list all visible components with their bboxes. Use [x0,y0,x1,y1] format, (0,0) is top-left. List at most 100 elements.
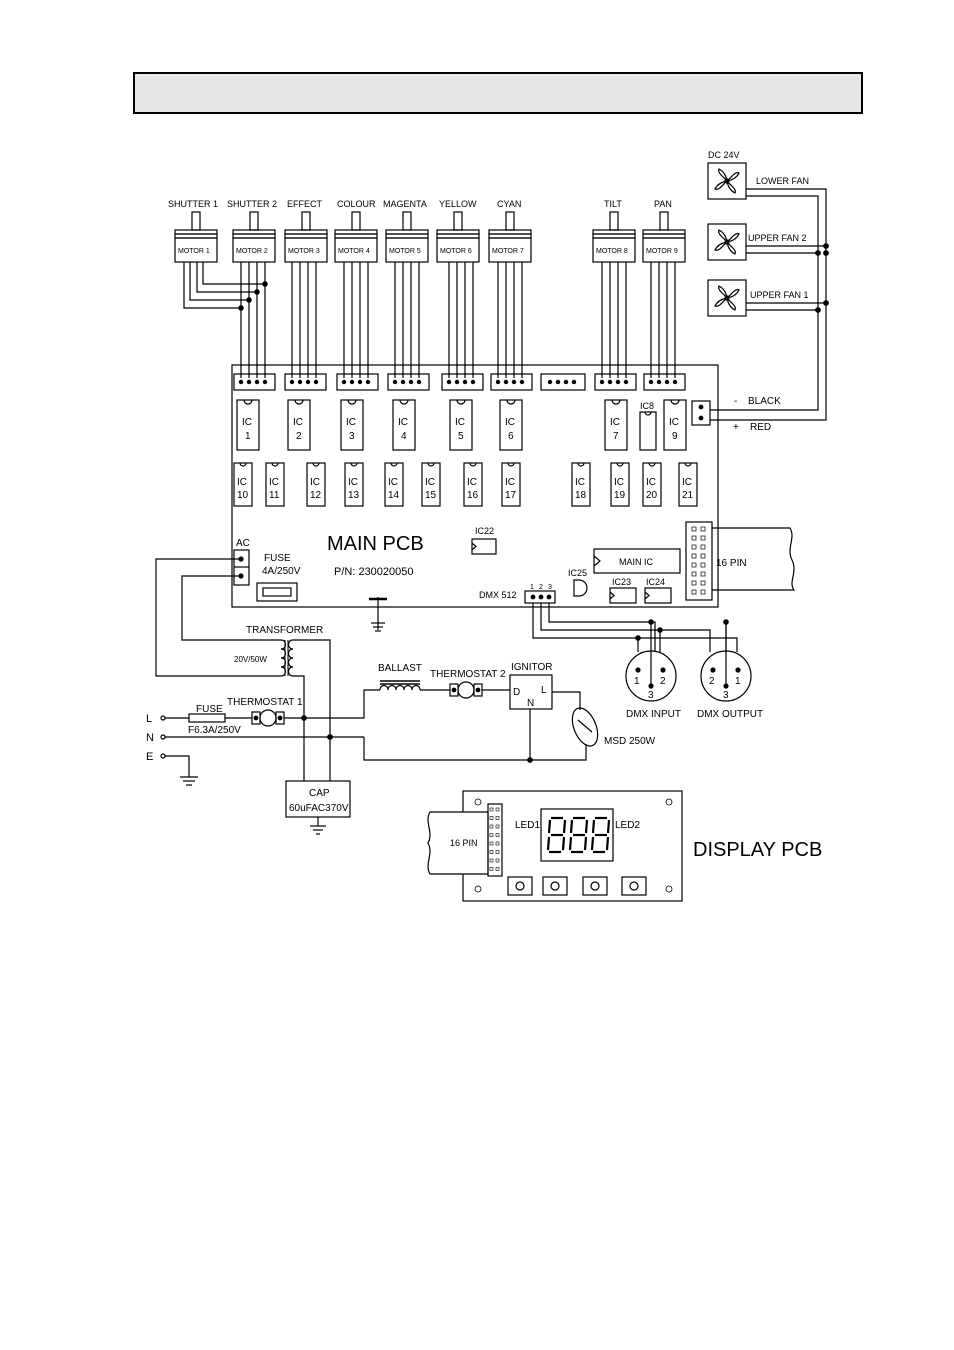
ic-top-3: IC3 [340,399,364,451]
ic-prefix: IC [293,417,303,428]
ic-number: 14 [388,490,400,501]
header-pin [700,562,706,568]
pcb-fuse-label: FUSE [264,553,291,564]
header-pin [495,841,500,846]
fan-plus-sign: + [733,422,739,433]
transformer-label: TRANSFORMER [246,625,323,636]
ac-label: AC [236,538,250,549]
ic-prefix: IC [348,477,358,488]
ic-prefix: IC [242,417,252,428]
ic-number: 19 [614,490,626,501]
fan-red-label: RED [750,422,771,433]
line-fuse-label: FUSE [196,704,223,715]
header-pin [700,544,706,550]
motor-label-5: MAGENTA [383,199,427,209]
ic-top-6: IC6 [499,399,523,451]
spare-connector [540,373,586,391]
ic-prefix: IC [398,417,408,428]
ic-prefix: IC [614,477,624,488]
ic-number: 13 [348,490,360,501]
ic-prefix: IC [346,417,356,428]
lamp-bulb [571,707,599,747]
header-pin [495,816,500,820]
lamp-label: MSD 250W [604,736,656,747]
motor-shaft-6 [453,211,463,231]
ic-top-9: IC9 [663,399,687,451]
thermostat1 [259,709,277,727]
ignitor-terminal-d: D [513,687,520,698]
header-pin [489,867,494,871]
motor-label-3: EFFECT [287,199,323,209]
header-pin [700,571,706,577]
thermostat2-label: THERMOSTAT 2 [430,669,506,680]
ic-number: 10 [237,490,249,501]
header-pin [691,526,697,532]
ballast-label: BALLAST [378,663,422,674]
upper-fan-2-label: UPPER FAN 2 [748,233,807,243]
display-button-4[interactable] [621,876,647,896]
motor-label-8: TILT [604,199,622,209]
fan-black-label: BLACK [748,396,781,407]
motor-name-7: MOTOR 7 [492,248,524,255]
dmx-input-connector [625,650,677,702]
upper-fan-2-icon-box [707,223,747,261]
display-16pin-label: 16 PIN [450,838,478,848]
ic-number: 18 [575,490,587,501]
display-16pin-header [487,803,503,877]
display-button-2[interactable] [542,876,568,896]
motor-box-6 [436,237,480,263]
seven-segment-digit [568,816,589,854]
fan-connector [691,400,711,426]
motor-label-1: SHUTTER 1 [168,199,218,209]
motor-name-3: MOTOR 3 [288,248,320,255]
ic-number: 17 [505,490,517,501]
motor-5: MAGENTA MOTOR 5 [383,199,429,378]
display-button-3[interactable] [582,876,608,896]
ic-bottom-19: IC 19 [610,462,630,507]
pcb-motor-connector [490,373,533,391]
ic-number: 5 [458,431,464,442]
ic25-sensor [573,579,588,597]
motor-box-4 [334,237,378,263]
motor-name-5: MOTOR 5 [389,248,421,255]
main-ic-label: MAIN IC [619,557,654,567]
dmx-input-label: DMX INPUT [626,709,681,720]
fan-icon [714,168,740,194]
header-pin [691,589,697,595]
header-pin [489,816,494,820]
motor-box-2 [232,237,276,263]
ic22-chip [471,538,497,555]
ic-prefix: IC [682,477,692,488]
header-pin [691,562,697,568]
ic-prefix: IC [269,477,279,488]
fan-supply-label: DC 24V [708,150,740,160]
ic-number: 9 [672,431,678,442]
display-pcb-title: DISPLAY PCB [693,839,822,861]
pcb-motor-connector [336,373,379,391]
ic-number: 2 [296,431,302,442]
ic25-label: IC25 [568,568,587,578]
thermostat2 [457,681,475,699]
motor-box-7 [488,237,532,263]
display-button-1[interactable] [507,876,533,896]
ic8-chip [639,411,657,451]
ic-prefix: IC [237,477,247,488]
motor-box-5 [385,237,429,263]
header-pin [489,833,494,837]
motor-box-1 [174,237,218,263]
header-pin [495,833,500,837]
dmx512-pin-1: 1 [530,584,534,591]
lower-fan-icon-box [707,162,747,200]
ic23-label: IC23 [612,577,631,587]
motor-shaft-1 [191,211,201,231]
header-pin [495,807,500,812]
main-pcb-title: MAIN PCB [327,533,424,555]
